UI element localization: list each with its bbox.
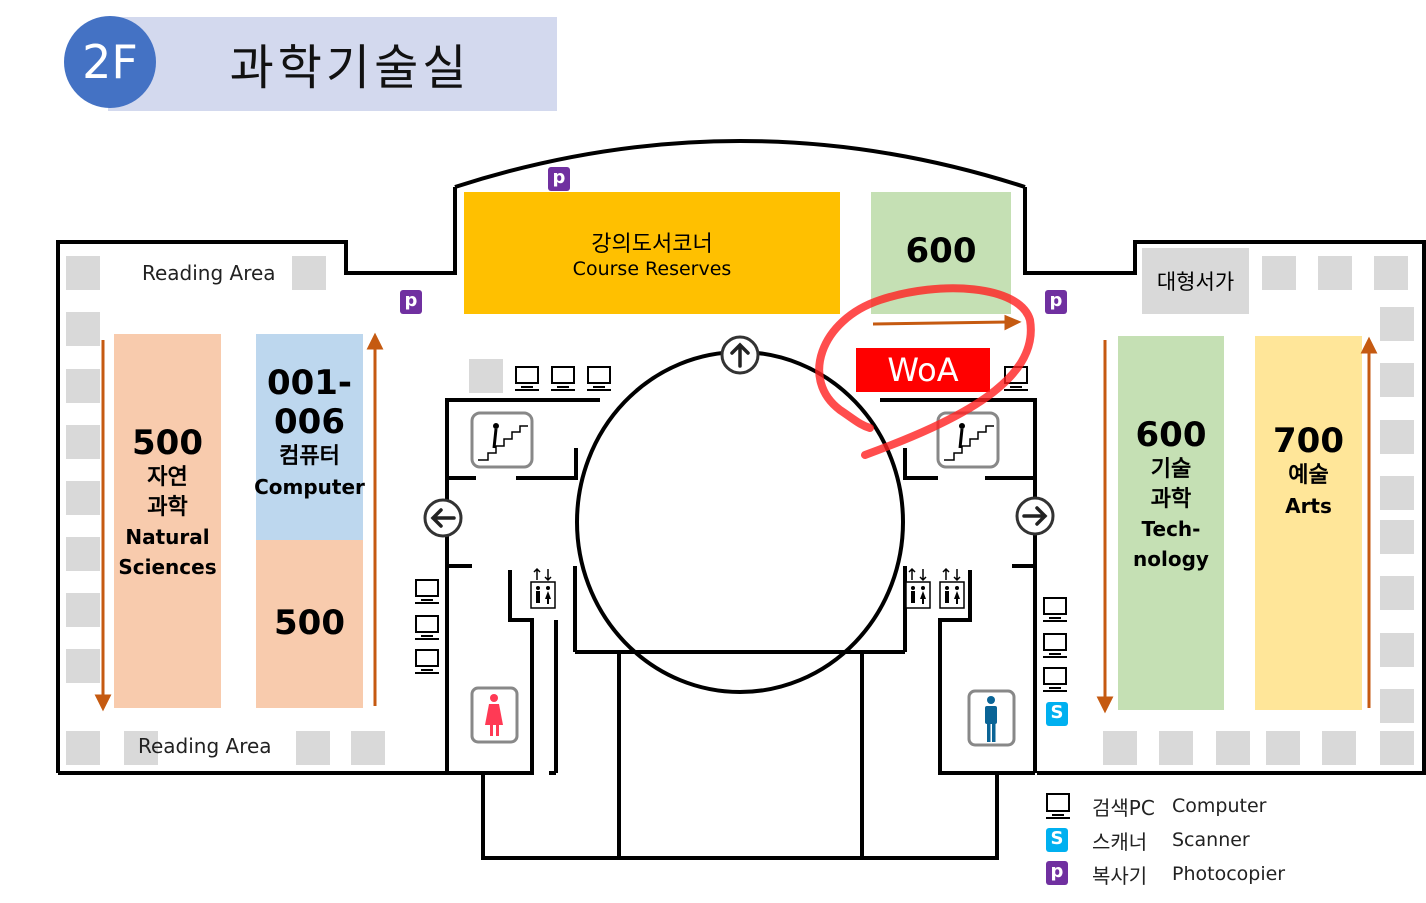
arts-ko: 예술 bbox=[1288, 463, 1329, 489]
computer-icon bbox=[415, 649, 439, 674]
seat bbox=[1380, 363, 1414, 397]
area-natural-sciences: 500 자연 과학 Natural Sciences bbox=[114, 334, 221, 708]
seat bbox=[1380, 576, 1414, 610]
seat bbox=[1380, 633, 1414, 667]
seat bbox=[292, 256, 326, 290]
area-computer: 001- 006 컴퓨터 Computer bbox=[254, 334, 365, 540]
computer-icon bbox=[1043, 667, 1067, 692]
womens-restroom-icon bbox=[470, 686, 519, 744]
tech-num: 600 bbox=[1135, 415, 1207, 455]
floor-badge: 2F bbox=[64, 16, 156, 108]
mens-restroom-icon bbox=[967, 689, 1016, 747]
seat bbox=[1262, 256, 1296, 290]
tech-en2: nology bbox=[1133, 547, 1209, 572]
seat bbox=[1380, 420, 1414, 454]
legend-scanner-icon: S bbox=[1046, 828, 1068, 852]
computer-icon bbox=[1043, 597, 1067, 622]
seat bbox=[1380, 689, 1414, 723]
computer-icon bbox=[551, 366, 575, 391]
seat bbox=[296, 731, 330, 765]
seat bbox=[1159, 731, 1193, 765]
seat bbox=[1266, 731, 1300, 765]
seat bbox=[66, 649, 100, 683]
seat bbox=[66, 425, 100, 459]
lower-500-label: 500 bbox=[274, 603, 345, 644]
seat bbox=[66, 731, 100, 765]
natural-en1: Natural bbox=[125, 525, 210, 550]
arrow-right-icon bbox=[1004, 314, 1022, 331]
stairs-icon bbox=[470, 411, 534, 469]
computer-icon bbox=[587, 366, 611, 391]
computer-icon bbox=[1043, 633, 1067, 658]
legend-scanner-ko: 스캐너 bbox=[1092, 830, 1148, 854]
course-reserves-en: Course Reserves bbox=[572, 258, 732, 280]
reading-area-bottom: Reading Area bbox=[138, 734, 272, 758]
tech-en1: Tech- bbox=[1141, 517, 1201, 542]
seat bbox=[1380, 307, 1414, 341]
legend-photocopier-en: Photocopier bbox=[1172, 863, 1286, 885]
seat bbox=[66, 481, 100, 515]
natural-num: 500 bbox=[132, 423, 203, 463]
natural-en2: Sciences bbox=[118, 555, 217, 580]
area-course-reserves: 강의도서코너 Course Reserves bbox=[464, 192, 840, 314]
area-600-top-label: 600 bbox=[905, 231, 977, 271]
area-500-lower: 500 bbox=[256, 540, 363, 708]
arrow-down-icon bbox=[1096, 696, 1114, 714]
seat bbox=[124, 731, 158, 765]
seat bbox=[1216, 731, 1250, 765]
photocopier-icon: p bbox=[548, 167, 570, 191]
seat bbox=[66, 537, 100, 571]
area-oversize: 대형서가 bbox=[1142, 248, 1249, 314]
legend-photocopier-icon: p bbox=[1046, 861, 1068, 885]
woa-label: WoA bbox=[856, 348, 990, 392]
legend-computer-en: Computer bbox=[1172, 795, 1267, 817]
seat bbox=[66, 312, 100, 346]
computer-icon bbox=[415, 615, 439, 640]
legend-photocopier-ko: 복사기 bbox=[1092, 864, 1148, 888]
seat bbox=[66, 256, 100, 290]
seat bbox=[1103, 731, 1137, 765]
computer-num1: 001- bbox=[266, 363, 353, 403]
arrow-up-icon bbox=[366, 332, 384, 350]
arts-en: Arts bbox=[1285, 493, 1332, 518]
elevator-icon bbox=[905, 567, 931, 609]
red-annotation-circle bbox=[815, 284, 1035, 459]
page-title: 과학기술실 bbox=[229, 40, 471, 96]
computer-en: Computer bbox=[254, 474, 365, 499]
seat bbox=[1322, 731, 1356, 765]
computer-num2: 006 bbox=[274, 402, 345, 443]
seat bbox=[66, 593, 100, 627]
elevator-icon bbox=[939, 567, 965, 609]
photocopier-icon: p bbox=[1045, 290, 1067, 314]
seat bbox=[1318, 256, 1352, 290]
natural-ko2: 과학 bbox=[147, 494, 188, 520]
seat bbox=[1380, 476, 1414, 510]
arrow-down-icon bbox=[94, 694, 112, 712]
natural-ko1: 자연 bbox=[147, 465, 188, 491]
computer-icon bbox=[515, 366, 539, 391]
arts-num: 700 bbox=[1273, 421, 1344, 461]
area-arts: 700 예술 Arts bbox=[1255, 336, 1362, 710]
legend-computer-ko: 검색PC bbox=[1092, 796, 1155, 820]
scanner-icon: S bbox=[1046, 702, 1068, 726]
seat bbox=[1380, 731, 1414, 765]
title-band bbox=[108, 17, 557, 111]
seat bbox=[1380, 520, 1414, 554]
reading-area-top: Reading Area bbox=[142, 261, 276, 285]
seat bbox=[66, 369, 100, 403]
seat bbox=[351, 731, 385, 765]
arrow-up-icon bbox=[1360, 336, 1378, 354]
elevator-icon bbox=[530, 567, 556, 609]
legend-scanner-en: Scanner bbox=[1172, 829, 1250, 851]
seat bbox=[469, 359, 503, 393]
area-technology: 600 기술 과학 Tech- nology bbox=[1118, 336, 1224, 710]
computer-icon bbox=[415, 579, 439, 604]
computer-ko: 컴퓨터 bbox=[279, 444, 340, 470]
photocopier-icon: p bbox=[400, 290, 422, 314]
seat bbox=[1374, 256, 1408, 290]
tech-ko1: 기술 bbox=[1150, 457, 1192, 483]
tech-ko2: 과학 bbox=[1150, 486, 1192, 512]
course-reserves-ko: 강의도서코너 bbox=[591, 232, 713, 257]
